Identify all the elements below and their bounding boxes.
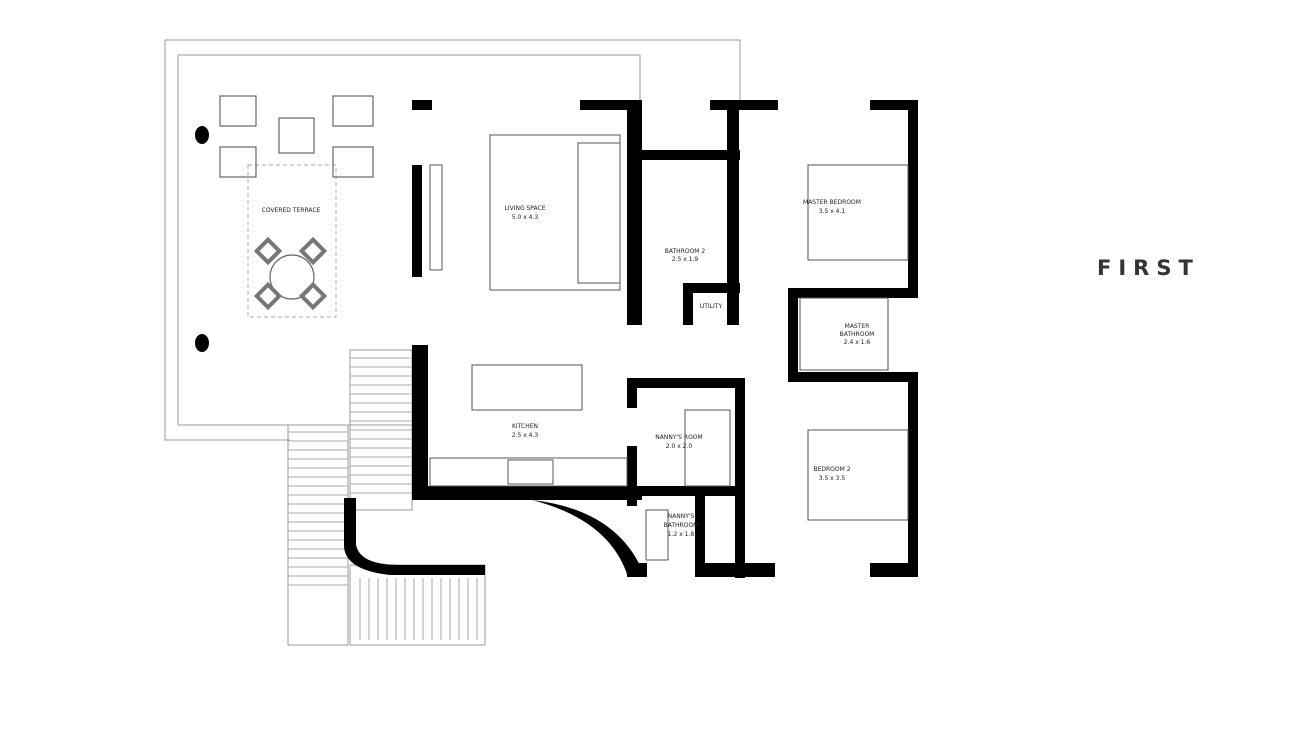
label-utility: UTILITY xyxy=(700,303,723,310)
room-labels: COVERED TERRACE LIVING SPACE 5.0 x 4.3 B… xyxy=(262,199,875,538)
floor-title: FIRST xyxy=(1097,256,1200,280)
label-living-size: 5.0 x 4.3 xyxy=(512,214,539,221)
label-covered-terrace: COVERED TERRACE xyxy=(262,207,321,214)
label-nanny-bathroom-2: BATHROOM xyxy=(664,522,699,529)
label-bathroom-2-size: 2.5 x 1.9 xyxy=(672,256,699,263)
label-nanny-bathroom: NANNY'S xyxy=(668,513,695,520)
label-master-bathroom-size: 2.4 x 1.6 xyxy=(844,339,871,346)
terrace-furniture xyxy=(195,95,374,352)
label-nanny-room: NANNY'S ROOM xyxy=(655,434,702,441)
label-master-bathroom-2: BATHROOM xyxy=(840,331,875,338)
label-bedroom-2-size: 3.5 x 3.5 xyxy=(819,475,846,482)
label-kitchen: KITCHEN xyxy=(512,423,538,430)
interior-furniture xyxy=(429,134,909,561)
label-nanny-bathroom-size: 1.2 x 1.8 xyxy=(668,531,695,538)
walls xyxy=(344,100,918,578)
label-bedroom-2: BEDROOM 2 xyxy=(813,466,850,473)
label-bathroom-2: BATHROOM 2 xyxy=(665,248,706,255)
label-living-space: LIVING SPACE xyxy=(504,205,545,212)
label-master-bedroom-size: 3.5 x 4.1 xyxy=(819,208,846,215)
label-master-bedroom: MASTER BEDROOM xyxy=(803,199,861,206)
label-kitchen-size: 2.5 x 4.3 xyxy=(512,432,539,439)
label-nanny-room-size: 2.0 x 2.0 xyxy=(666,443,693,450)
label-master-bathroom: MASTER xyxy=(845,323,870,330)
